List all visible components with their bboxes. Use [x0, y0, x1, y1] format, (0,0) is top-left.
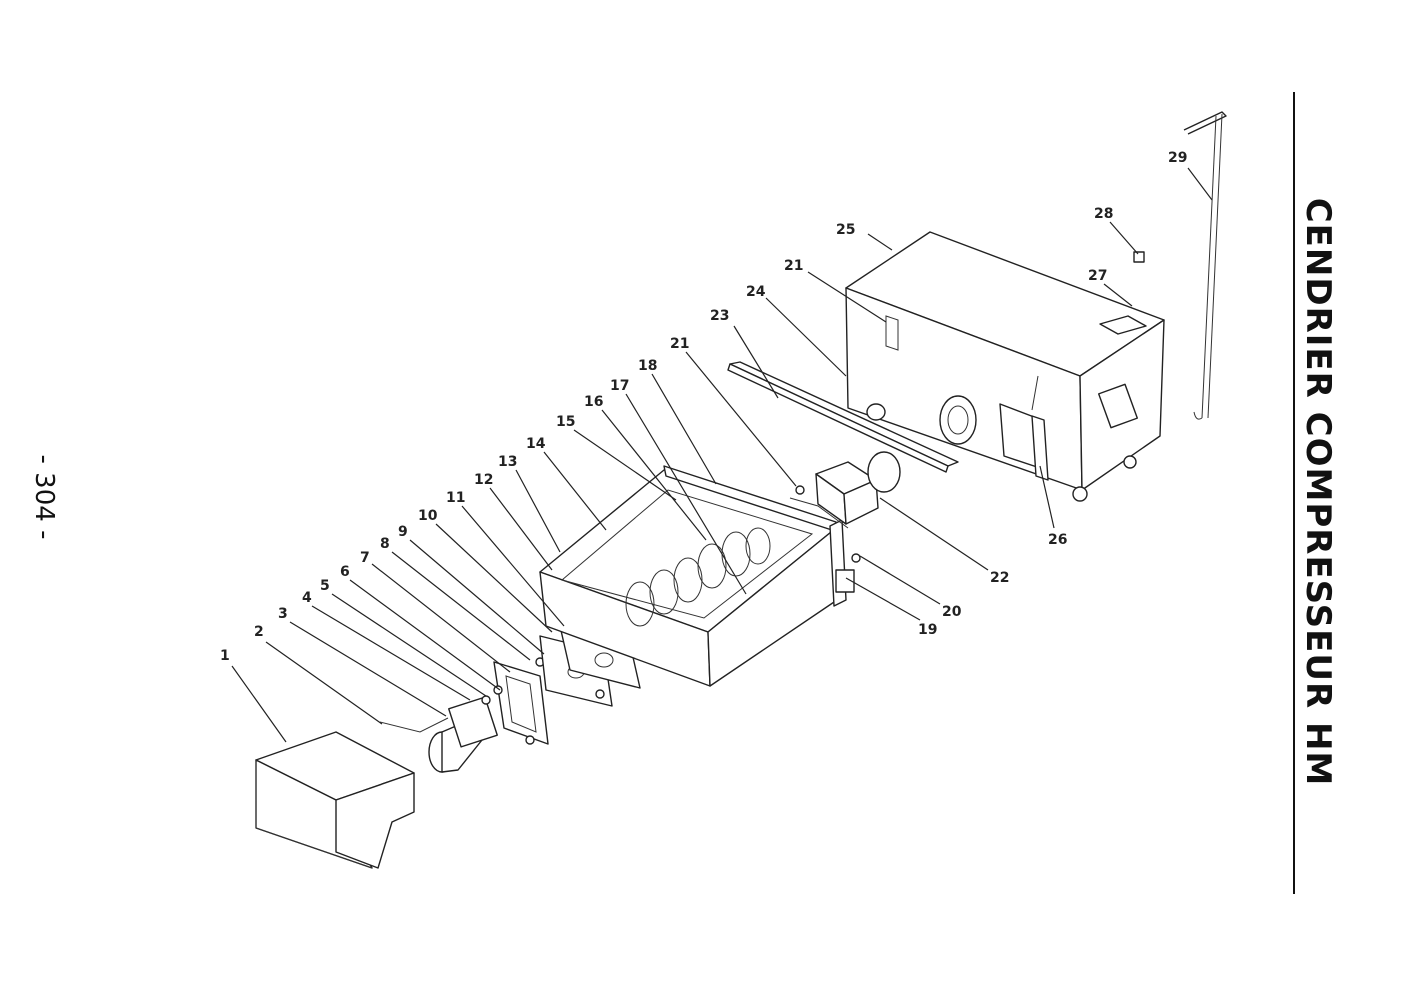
callout-26: 26: [1048, 532, 1067, 548]
callout-15: 15: [556, 414, 575, 430]
callout-16: 16: [584, 394, 603, 410]
callout-11: 11: [446, 490, 465, 506]
small-plug: [1133, 251, 1145, 263]
callout-9: 9: [398, 524, 408, 540]
callout-10: 10: [418, 508, 438, 524]
callout-13: 13: [498, 454, 517, 470]
callout-23: 23: [710, 308, 729, 324]
callout-29: 29: [1168, 150, 1187, 166]
callout-18: 18: [638, 358, 657, 374]
callout-27: 27: [1088, 268, 1107, 284]
rail-bar: [727, 361, 959, 473]
motor-plate: [481, 652, 552, 745]
agitator-drive: [789, 451, 901, 529]
callout-28: 28: [1094, 206, 1113, 222]
callout-8: 8: [380, 536, 390, 552]
leader-lines: [231, 167, 1213, 743]
callout-4: 4: [302, 590, 312, 606]
callout-19: 19: [918, 622, 937, 638]
callout-6: 6: [340, 564, 350, 580]
callout-2: 2: [254, 624, 264, 640]
callout-numbers: 1 2 3 4 5 6 7 8 9 10 11 12 13 14 15 16 1…: [220, 150, 1187, 664]
callout-5: 5: [320, 578, 330, 594]
gear-motor: [379, 696, 498, 773]
callout-17: 17: [610, 378, 629, 394]
callout-3: 3: [278, 606, 288, 622]
callout-7: 7: [360, 550, 370, 566]
cover-box: [255, 731, 415, 869]
callout-12: 12: [474, 472, 493, 488]
callout-20: 20: [942, 604, 962, 620]
rod: [1183, 111, 1227, 420]
callout-25: 25: [836, 222, 855, 238]
callout-24: 24: [746, 284, 766, 300]
callout-22: 22: [990, 570, 1009, 586]
title-rule: [1293, 92, 1295, 894]
callout-21b: 21: [784, 258, 803, 274]
outlet-fittings: [835, 553, 861, 593]
callout-14: 14: [526, 436, 546, 452]
ash-container: [845, 231, 1165, 502]
callout-1: 1: [220, 648, 230, 664]
callout-21a: 21: [670, 336, 689, 352]
auger-screw: [625, 527, 771, 627]
ash-trough: [539, 465, 847, 687]
